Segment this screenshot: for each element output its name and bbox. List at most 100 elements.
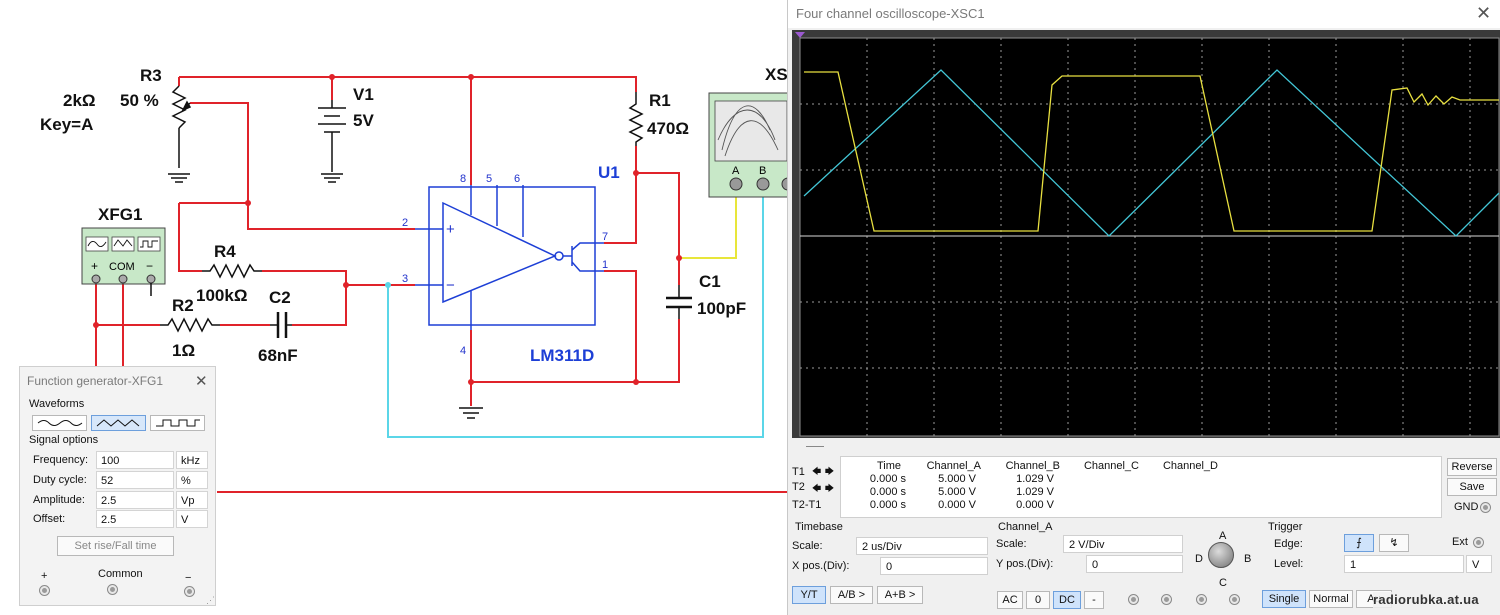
- frequency-field[interactable]: 100: [96, 451, 174, 469]
- trigger-marker-icon: [795, 32, 805, 38]
- oscilloscope-window[interactable]: Four channel oscilloscope-XSC1 ✕ T1: [787, 0, 1500, 615]
- waveform-triangle-button[interactable]: [91, 415, 146, 431]
- mode-ab-button[interactable]: A/B >: [830, 586, 873, 604]
- xfg1-plus: +: [91, 259, 98, 273]
- xsc-pin-b: B: [759, 165, 766, 177]
- waveform-square-button[interactable]: [150, 415, 205, 431]
- terminal-common[interactable]: [107, 584, 118, 595]
- amplitude-unit[interactable]: Vp: [176, 491, 208, 509]
- mode-a-plus-b-button[interactable]: A+B >: [877, 586, 923, 604]
- r3-name: R3: [140, 66, 162, 85]
- trigger-rising-edge-button[interactable]: ⨍: [1344, 534, 1374, 552]
- channel-selector-knob-icon[interactable]: [1208, 542, 1234, 568]
- timebase-xpos-label: X pos.(Div):: [792, 560, 850, 572]
- gnd-terminal[interactable]: [1480, 502, 1491, 513]
- channel-a-trace: [804, 71, 1499, 232]
- u1-plus-sign: +: [446, 221, 455, 238]
- channel-terminal-1[interactable]: [1128, 594, 1139, 605]
- channel-scale-field[interactable]: 2 V/Div: [1063, 535, 1183, 553]
- u1-pin-7: 7: [602, 231, 608, 243]
- channel-ypos-label: Y pos.(Div):: [996, 558, 1054, 570]
- square-wave-icon: [156, 419, 200, 427]
- falling-edge-icon: ↯: [1389, 537, 1399, 549]
- xfg1-symbol[interactable]: [81, 227, 166, 285]
- trigger-level-unit[interactable]: V: [1466, 555, 1492, 573]
- t1-right-arrow-icon[interactable]: 🡆: [824, 466, 835, 476]
- u1-minus-sign: −: [446, 277, 455, 294]
- duty-cycle-label: Duty cycle:: [33, 474, 87, 486]
- trigger-ext-terminal[interactable]: [1473, 537, 1484, 548]
- coupling-dc-button[interactable]: DC: [1053, 591, 1081, 609]
- coupling-minus-button[interactable]: -: [1084, 591, 1104, 609]
- channel-terminal-4[interactable]: [1229, 594, 1240, 605]
- duty-cycle-unit[interactable]: %: [176, 471, 208, 489]
- timebase-scale-field[interactable]: 2 us/Div: [856, 537, 988, 555]
- cursor-diff-label: T2-T1: [792, 499, 822, 511]
- c1-capacitor[interactable]: [666, 285, 692, 319]
- u1-pin-3: 3: [402, 273, 408, 285]
- resize-grip-icon[interactable]: ⋰: [206, 595, 215, 605]
- oscilloscope-titlebar[interactable]: Four channel oscilloscope-XSC1 ✕: [788, 0, 1500, 28]
- u1-pin-4: 4: [460, 345, 466, 357]
- readout-diff-channel-b: 0.000 V: [1016, 499, 1054, 511]
- timebase-xpos-field[interactable]: 0: [880, 557, 988, 575]
- channel-b-trace: [803, 69, 1500, 237]
- function-generator-close-icon[interactable]: ✕: [195, 373, 208, 390]
- terminal-minus[interactable]: [184, 586, 195, 597]
- duty-cycle-field[interactable]: 52: [96, 471, 174, 489]
- channel-terminal-2[interactable]: [1161, 594, 1172, 605]
- waveform-sine-button[interactable]: [32, 415, 87, 431]
- r2-resistor[interactable]: [160, 317, 220, 333]
- offset-field[interactable]: 2.5: [96, 510, 174, 528]
- save-button[interactable]: Save: [1447, 478, 1497, 496]
- r4-resistor[interactable]: [202, 263, 262, 279]
- r1-resistor[interactable]: [628, 92, 644, 146]
- channel-ypos-field[interactable]: 0: [1086, 555, 1183, 573]
- r4-value: 100kΩ: [196, 286, 247, 305]
- function-generator-window[interactable]: Function generator-XFG1 ✕ Waveforms Sign…: [19, 366, 216, 606]
- c1-name: C1: [699, 272, 721, 291]
- oscilloscope-screen[interactable]: [792, 30, 1500, 438]
- readout-t2-channel-a: 5.000 V: [938, 486, 976, 498]
- rising-edge-icon: ⨍: [1356, 537, 1362, 549]
- v1-battery[interactable]: [318, 100, 346, 183]
- terminal-plus[interactable]: [39, 585, 50, 596]
- frequency-unit[interactable]: kHz: [176, 451, 208, 469]
- u1-name: U1: [598, 163, 620, 182]
- t1-left-arrow-icon[interactable]: 🡄: [811, 466, 822, 476]
- r4-name: R4: [214, 242, 236, 261]
- coupling-ac-button[interactable]: AC: [997, 591, 1023, 609]
- set-rise-fall-button[interactable]: Set rise/Fall time: [57, 536, 174, 556]
- trigger-normal-button[interactable]: Normal: [1309, 590, 1353, 608]
- trigger-falling-edge-button[interactable]: ↯: [1379, 534, 1409, 552]
- cyan-wire: [387, 195, 764, 438]
- reverse-button[interactable]: Reverse: [1447, 458, 1497, 476]
- drag-handle-icon[interactable]: [806, 446, 824, 447]
- mode-yt-button[interactable]: Y/T: [792, 586, 826, 604]
- trigger-title: Trigger: [1268, 521, 1303, 533]
- xsc-symbol[interactable]: [708, 92, 790, 198]
- offset-label: Offset:: [33, 513, 66, 525]
- timebase-scale-label: Scale:: [792, 540, 823, 552]
- r3-percent: 50 %: [120, 91, 159, 110]
- r3-potentiometer[interactable]: [168, 85, 192, 183]
- t2-right-arrow-icon[interactable]: 🡆: [824, 483, 835, 493]
- channel-terminal-3[interactable]: [1196, 594, 1207, 605]
- offset-unit[interactable]: V: [176, 510, 208, 528]
- t2-left-arrow-icon[interactable]: 🡄: [811, 483, 822, 493]
- trigger-single-button[interactable]: Single: [1262, 590, 1306, 608]
- c2-capacitor[interactable]: [270, 312, 292, 338]
- readout-header-channel-a: Channel_A: [926, 460, 981, 472]
- trigger-level-field[interactable]: 1: [1344, 555, 1464, 573]
- coupling-zero-button[interactable]: 0: [1026, 591, 1050, 609]
- schematic-canvas[interactable]: R3 2kΩ 50 % Key=A V1 5V R1 470Ω 2 3 8 5 …: [0, 0, 790, 615]
- u1-comparator[interactable]: [415, 185, 604, 330]
- oscilloscope-close-icon[interactable]: ✕: [1476, 3, 1492, 23]
- gnd-label: GND: [1454, 501, 1479, 513]
- readout-t1-channel-b: 1.029 V: [1016, 473, 1054, 485]
- amplitude-field[interactable]: 2.5: [96, 491, 174, 509]
- u1-pin-8: 8: [460, 173, 466, 185]
- knob-label-d: D: [1195, 553, 1203, 565]
- xfg1-com: COM: [109, 261, 135, 273]
- xfg1-name: XFG1: [98, 205, 142, 224]
